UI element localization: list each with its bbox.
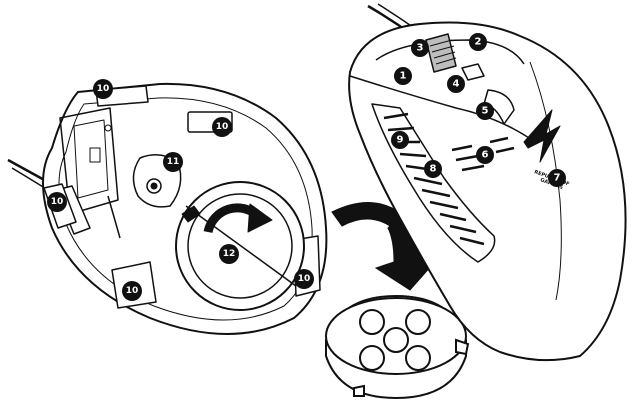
callout-10-right-label: 10	[298, 274, 311, 284]
callout-10-bottom: 10	[122, 281, 142, 301]
cable-clip	[89, 147, 101, 163]
weight-cell-3	[383, 327, 409, 353]
cable-channel	[107, 195, 121, 239]
callout-12: 12	[219, 244, 239, 264]
callout-8-label: 8	[430, 164, 437, 175]
callout-6: 6	[476, 146, 494, 164]
dpi-indicator-leds	[451, 136, 515, 172]
callout-badges: 1 2 3 4 5 6 7 8 9 10 10 10 10 10 11 12	[47, 33, 566, 301]
rog-logo-mark	[523, 109, 561, 163]
callout-5-label: 5	[482, 106, 489, 117]
cartridge-tab-bottom	[353, 384, 365, 397]
callout-10-top-label: 10	[216, 122, 229, 132]
weight-cell-1	[359, 309, 385, 335]
scroll-wheel	[425, 33, 457, 73]
weight-cell-2	[405, 309, 431, 335]
weight-bay-slot	[185, 205, 297, 287]
weight-cell-5	[405, 345, 431, 371]
button-front-edge	[349, 75, 533, 141]
callout-11-label: 11	[167, 157, 180, 167]
curved-arrow-shaft	[331, 202, 403, 227]
callout-3-label: 3	[417, 43, 424, 54]
right-side-contour	[529, 61, 562, 301]
callout-7-label: 7	[554, 173, 561, 184]
dpi-up-button	[461, 63, 485, 81]
callout-10-top-left: 10	[93, 79, 113, 99]
callout-10-top: 10	[212, 117, 232, 137]
weight-cartridge	[325, 294, 470, 400]
screw-hole	[104, 124, 112, 132]
callout-9: 9	[391, 131, 409, 149]
callout-4-label: 4	[453, 79, 460, 90]
callout-4: 4	[447, 75, 465, 93]
callout-2: 2	[469, 33, 487, 51]
callout-8: 8	[424, 160, 442, 178]
lock-tab	[181, 205, 201, 223]
callout-1: 1	[394, 67, 412, 85]
callout-1-label: 1	[400, 71, 407, 82]
callout-10-left-label: 10	[51, 197, 64, 207]
callout-3: 3	[411, 39, 429, 57]
callout-12-label: 12	[223, 249, 236, 259]
cartridge-tab-right	[455, 338, 470, 356]
callout-9-label: 9	[397, 135, 404, 146]
rotate-arrow-head	[247, 203, 273, 233]
callout-11: 11	[163, 152, 183, 172]
weight-cell-4	[359, 345, 385, 371]
laser-sensor-core	[150, 182, 158, 190]
scroll-wheel-grooves	[429, 39, 457, 65]
cable-bottom	[7, 158, 49, 184]
mouse-top-outline	[348, 21, 627, 362]
callout-2-label: 2	[475, 37, 482, 48]
callout-10-top-left-label: 10	[97, 84, 110, 94]
remove-cartridge-arrow	[331, 202, 442, 291]
callout-6-label: 6	[482, 150, 489, 161]
callout-10-left: 10	[47, 192, 67, 212]
callout-5: 5	[476, 102, 494, 120]
callout-10-right: 10	[294, 269, 314, 289]
callout-7: 7	[548, 169, 566, 187]
cable-housing-inner	[73, 119, 109, 199]
mouse-bottom-inner-outline	[58, 97, 313, 321]
cable-housing-frame	[59, 107, 119, 215]
callout-10-bottom-label: 10	[126, 286, 139, 296]
